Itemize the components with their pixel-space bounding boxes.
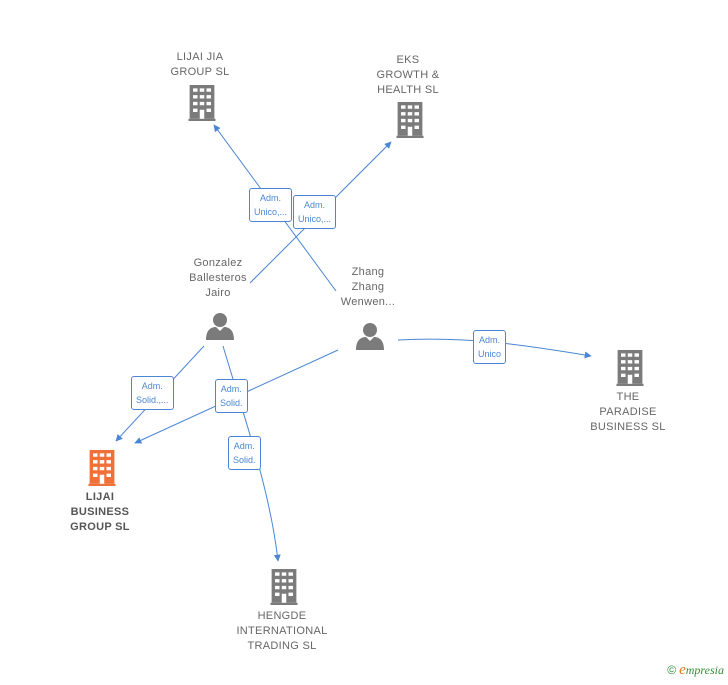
node-label-zhang[interactable]: Zhang Zhang Wenwen... — [340, 266, 396, 308]
edge-label-zhang-to-lijai_business[interactable]: Adm. Solid. — [215, 379, 248, 413]
brand-initial: e — [679, 662, 686, 678]
edge-label-gonzalez-to-hengde[interactable]: Adm. Solid. — [228, 436, 261, 470]
building-icon-paradise[interactable] — [616, 350, 644, 386]
person-icon-zhang[interactable] — [356, 323, 384, 350]
building-icon-lijai_business[interactable] — [88, 450, 116, 486]
building-icon-eks[interactable] — [396, 102, 424, 138]
node-label-eks[interactable]: EKS GROWTH & HEALTH SL — [376, 54, 440, 96]
edge-label-zhang-to-lijai_jia[interactable]: Adm. Unico,... — [249, 188, 293, 222]
edge-label-zhang-to-paradise[interactable]: Adm. Unico — [473, 330, 507, 364]
node-label-hengde[interactable]: HENGDE INTERNATIONAL TRADING SL — [236, 610, 328, 652]
building-icon-hengde[interactable] — [270, 569, 298, 605]
brand-name: mpresia — [685, 663, 724, 677]
person-icon-gonzalez[interactable] — [206, 313, 234, 340]
node-label-lijai_jia[interactable]: LIJAI JIA GROUP SL — [170, 51, 230, 78]
edge-label-gonzalez-to-lijai_business[interactable]: Adm. Solid.,... — [131, 376, 174, 410]
empresia-brand: © empresia — [667, 662, 724, 679]
node-label-lijai_business[interactable]: LIJAI BUSINESS GROUP SL — [70, 491, 130, 533]
copyright-icon: © — [667, 663, 677, 677]
node-label-paradise[interactable]: THE PARADISE BUSINESS SL — [590, 391, 666, 433]
edge-label-gonzalez-to-eks[interactable]: Adm. Unico,... — [293, 195, 337, 229]
node-label-gonzalez[interactable]: Gonzalez Ballesteros Jairo — [189, 257, 247, 299]
building-icon-lijai_jia[interactable] — [188, 85, 216, 121]
